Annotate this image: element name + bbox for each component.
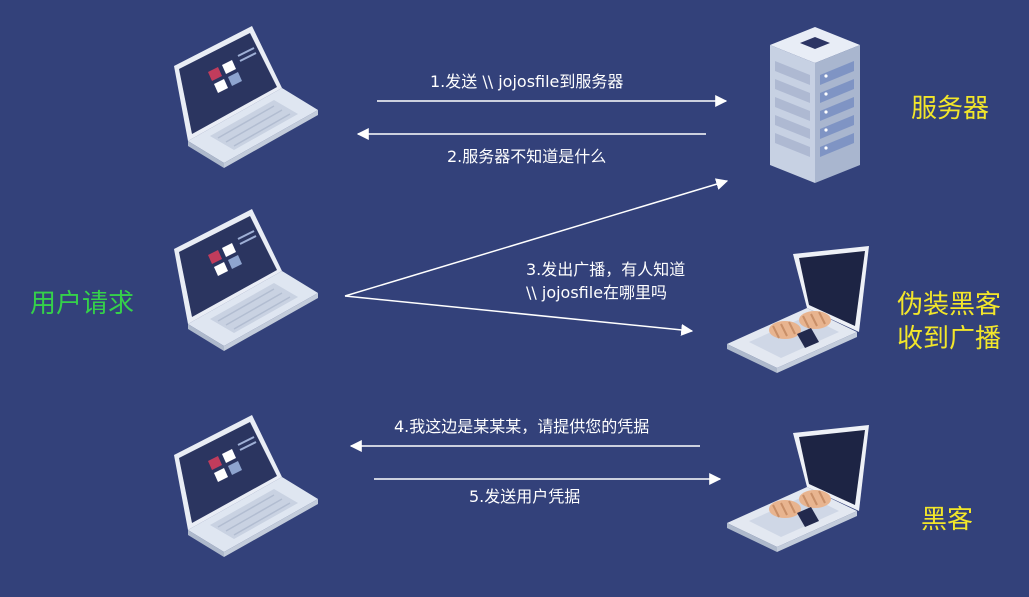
laptop-icon bbox=[173, 208, 319, 352]
hacker-label: 黑客 bbox=[921, 505, 974, 535]
user-label: 用户请求 bbox=[30, 289, 135, 319]
server-label: 服务器 bbox=[911, 94, 990, 124]
arrow-step3-to-hacker bbox=[344, 295, 694, 336]
laptop-icon bbox=[173, 25, 319, 169]
hacker-laptop-icon bbox=[726, 245, 870, 374]
laptop-icon bbox=[173, 414, 319, 558]
step3-label-line1: 3.发出广播，有人知道 bbox=[526, 260, 686, 279]
step2-label: 2.服务器不知道是什么 bbox=[447, 147, 607, 166]
step1-label: 1.发送 \\ jojosfile到服务器 bbox=[430, 72, 624, 91]
fake-hacker-label-line1: 伪装黑客 bbox=[897, 290, 1002, 320]
arrow-step3-to-server bbox=[344, 178, 729, 297]
server-icon bbox=[770, 27, 860, 183]
fake-hacker-label-line2: 收到广播 bbox=[897, 324, 1002, 354]
hacker-laptop-icon bbox=[726, 424, 870, 553]
step5-label: 5.发送用户凭据 bbox=[469, 487, 581, 506]
step3-label-line2: \\ jojosfile在哪里吗 bbox=[526, 283, 668, 302]
step4-label: 4.我这边是某某某，请提供您的凭据 bbox=[394, 417, 650, 436]
